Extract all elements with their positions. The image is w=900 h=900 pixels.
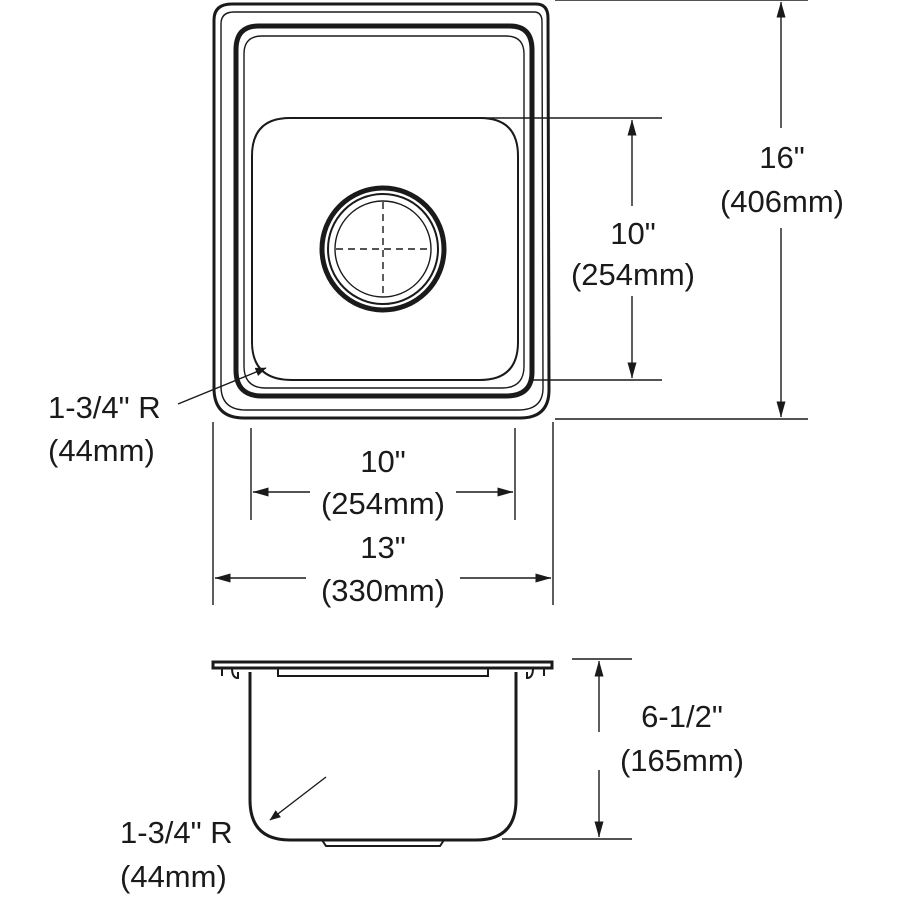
overall-length-dimension bbox=[555, 0, 808, 420]
overall-width-imperial: 13" bbox=[360, 530, 406, 565]
bottom-radius-metric: (44mm) bbox=[120, 859, 227, 894]
top-view bbox=[177, 0, 808, 605]
depth-metric: (165mm) bbox=[620, 743, 744, 778]
bowl-floor-outline bbox=[251, 117, 519, 381]
side-rim-clip-right bbox=[526, 667, 545, 680]
sink-rim-outline bbox=[212, 2, 551, 420]
drain-icon bbox=[319, 185, 447, 313]
side-rim-recess bbox=[277, 668, 489, 677]
bowl-top-edge-inner bbox=[243, 35, 525, 389]
side-drain-stub bbox=[321, 839, 445, 847]
side-bowl-body bbox=[248, 672, 518, 842]
bottom-radius-leader bbox=[269, 776, 327, 821]
bowl-length-dimension bbox=[478, 117, 662, 381]
overall-width-dimension bbox=[212, 422, 554, 605]
bowl-width-dimension bbox=[250, 428, 516, 520]
corner-radius-metric: (44mm) bbox=[48, 433, 155, 468]
sink-rim-inner-line bbox=[220, 11, 544, 411]
side-rim-clip-left bbox=[221, 667, 239, 680]
bowl-length-imperial: 10" bbox=[610, 216, 656, 251]
overall-width-metric: (330mm) bbox=[321, 573, 445, 608]
bowl-top-edge bbox=[233, 23, 535, 399]
bowl-width-imperial: 10" bbox=[360, 444, 406, 479]
bowl-length-metric: (254mm) bbox=[571, 257, 695, 292]
overall-length-metric: (406mm) bbox=[720, 184, 844, 219]
corner-radius-imperial: 1-3/4" R bbox=[48, 390, 161, 425]
corner-radius-leader bbox=[177, 367, 267, 405]
depth-imperial: 6-1/2" bbox=[641, 699, 723, 734]
side-rim-flange bbox=[211, 660, 554, 670]
side-view bbox=[211, 658, 632, 847]
overall-length-imperial: 16" bbox=[759, 140, 805, 175]
bowl-width-metric: (254mm) bbox=[321, 486, 445, 521]
bottom-radius-imperial: 1-3/4" R bbox=[120, 815, 233, 850]
